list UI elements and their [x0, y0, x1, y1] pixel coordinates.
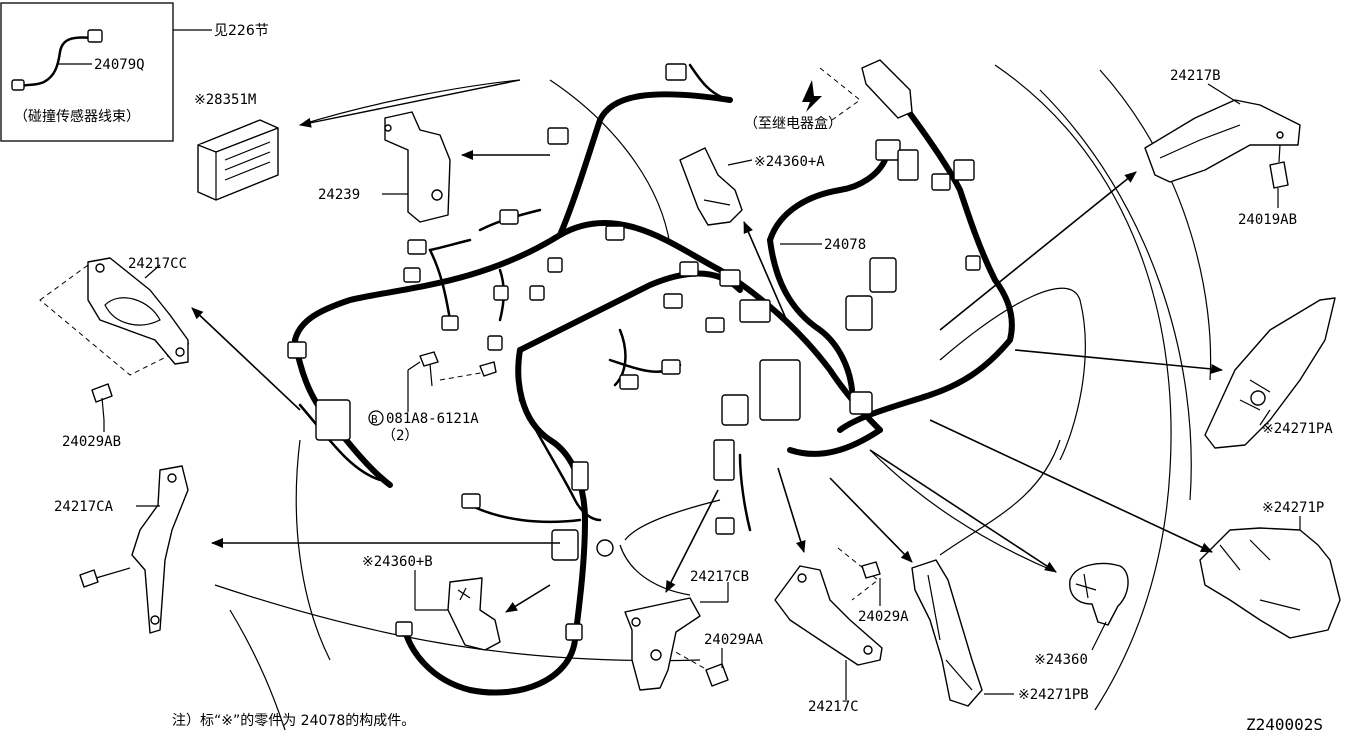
svg-text:24217C: 24217C — [808, 699, 859, 715]
label-081A8-6121A[interactable]: 081A8-6121A — [386, 411, 479, 427]
footnote: 注）标“※”的零件为 24078的构成件。 — [172, 713, 415, 729]
inset-caption: （碰撞传感器线束） — [14, 108, 140, 125]
part-24239-bracket[interactable] — [384, 111, 451, 223]
svg-text:Z240002S: Z240002S — [1246, 715, 1323, 734]
part-24360B-cover[interactable] — [447, 577, 501, 651]
label-24360A[interactable]: ※24360+A — [754, 154, 825, 170]
part-24019AB-bolt[interactable] — [1269, 144, 1289, 189]
svg-text:24079Q: 24079Q — [94, 57, 145, 73]
svg-text:24217B: 24217B — [1170, 68, 1221, 84]
crash-sensor-harness-icon — [11, 29, 103, 91]
label-24217CA[interactable]: 24217CA — [54, 499, 114, 515]
svg-text:※24360+B: ※24360+B — [362, 554, 433, 570]
svg-text:（至继电器盒）: （至继电器盒） — [744, 115, 842, 132]
svg-text:※24271P: ※24271P — [1262, 500, 1324, 516]
label-24029AA[interactable]: 24029AA — [704, 632, 764, 648]
part-24360-clip[interactable] — [1069, 562, 1129, 626]
label-24019AB[interactable]: 24019AB — [1238, 212, 1297, 228]
svg-text:B: B — [371, 413, 378, 426]
svg-text:24239: 24239 — [318, 187, 360, 203]
part-24360A-cover[interactable] — [679, 147, 743, 226]
relay-box-indicator — [802, 67, 861, 121]
svg-text:※24360+A: ※24360+A — [754, 154, 825, 170]
svg-text:081A8-6121A: 081A8-6121A — [386, 411, 479, 427]
svg-text:24029A: 24029A — [858, 609, 909, 625]
part-081A8-bolt[interactable] — [419, 351, 497, 387]
svg-text:24078: 24078 — [824, 237, 866, 253]
svg-text:※24271PB: ※24271PB — [1018, 687, 1089, 703]
part-24217CC-bracket[interactable] — [39, 257, 191, 376]
label-24217B[interactable]: 24217B — [1170, 68, 1221, 84]
part-28351M-module[interactable] — [197, 119, 279, 201]
diagram-code: Z240002S — [1246, 715, 1323, 734]
label-24271PA[interactable]: ※24271PA — [1262, 421, 1333, 437]
label-24217C[interactable]: 24217C — [808, 699, 859, 715]
bolt-symbol-B: B — [368, 410, 384, 426]
inset-reference: 见226节 — [214, 23, 269, 39]
label-28351M[interactable]: ※28351M — [194, 92, 256, 108]
harness-connectors — [287, 63, 981, 641]
label-24078[interactable]: 24078 — [824, 237, 866, 253]
svg-text:24217CC: 24217CC — [128, 256, 187, 272]
svg-text:24029AA: 24029AA — [704, 632, 764, 648]
svg-text:※24271PA: ※24271PA — [1262, 421, 1333, 437]
part-24217CB-bracket[interactable] — [624, 597, 701, 691]
label-24239[interactable]: 24239 — [318, 187, 360, 203]
svg-text:※24360: ※24360 — [1034, 652, 1088, 668]
svg-text:※28351M: ※28351M — [194, 92, 256, 108]
part-24271PA-protector[interactable] — [1204, 297, 1336, 449]
part-24271P-protector[interactable] — [1199, 527, 1341, 639]
part-24217CA-bracket[interactable] — [79, 465, 189, 634]
label-24029AB[interactable]: 24029AB — [62, 434, 121, 450]
label-24217CC[interactable]: 24217CC — [128, 256, 187, 272]
relay-mount-clip — [861, 59, 913, 119]
label-24029A[interactable]: 24029A — [858, 609, 909, 625]
part-24217C-bracket[interactable] — [774, 547, 883, 666]
inset-box-crash-sensor: 24079Q （碰撞传感器线束） 见226节 — [0, 2, 269, 142]
svg-text:24217CA: 24217CA — [54, 499, 114, 515]
svg-text:见226节: 见226节 — [214, 23, 269, 39]
part-24271PB-protector[interactable] — [911, 559, 983, 707]
svg-text:（碰撞传感器线束）: （碰撞传感器线束） — [14, 108, 140, 125]
label-24360[interactable]: ※24360 — [1034, 652, 1088, 668]
svg-text:24217CB: 24217CB — [690, 569, 749, 585]
label-relay-box[interactable]: （至继电器盒） — [744, 115, 842, 132]
label-24217CB[interactable]: 24217CB — [690, 569, 749, 585]
label-24271P[interactable]: ※24271P — [1262, 500, 1324, 516]
svg-text:24019AB: 24019AB — [1238, 212, 1297, 228]
part-24029AB-bolt[interactable] — [91, 383, 113, 421]
svg-text:注）标“※”的零件为 24078的构成件。: 注）标“※”的零件为 24078的构成件。 — [172, 713, 415, 729]
label-24079Q[interactable]: 24079Q — [94, 57, 145, 73]
body-contour-lines — [214, 64, 1212, 731]
svg-text:（2）: （2） — [382, 428, 418, 444]
part-24217B-bracket[interactable] — [1144, 99, 1301, 183]
label-24271PB[interactable]: ※24271PB — [1018, 687, 1089, 703]
svg-text:24029AB: 24029AB — [62, 434, 121, 450]
part-24029AA-bolt[interactable] — [671, 649, 729, 687]
bolt-quantity: （2） — [382, 428, 418, 444]
label-24360B[interactable]: ※24360+B — [362, 554, 433, 570]
